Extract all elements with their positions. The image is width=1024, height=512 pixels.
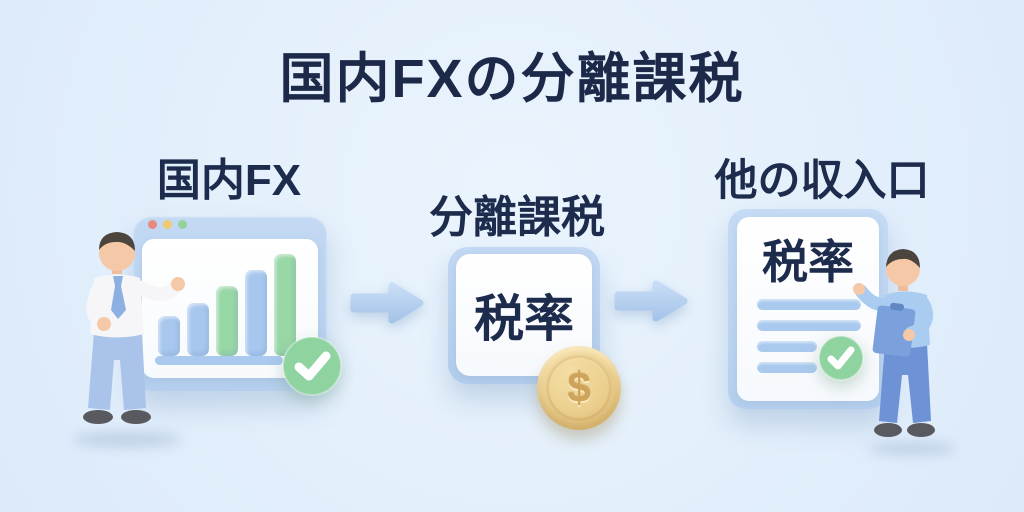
arrow-right-icon [350, 282, 424, 324]
document-tax-rate-text: 税率 [762, 236, 854, 288]
arrow-right-icon [614, 280, 688, 322]
document-line [757, 299, 861, 310]
person-shadow [72, 432, 182, 447]
coin-ring [546, 355, 612, 421]
document-line [757, 341, 817, 352]
document-text-lines [757, 299, 861, 383]
window-traffic-light-dots [148, 220, 187, 229]
chart-bar [187, 303, 209, 356]
check-icon [818, 335, 864, 381]
window-dot-icon [178, 220, 187, 229]
step-label-other-income: 他の収入口 [714, 157, 930, 205]
chart-bar [216, 286, 238, 356]
tax-rate-card: 税率 [456, 254, 592, 376]
step-label-separate-tax: 分離課税 [429, 193, 605, 242]
window-dot-icon [163, 220, 172, 229]
presenter-figure [83, 232, 185, 424]
check-icon [282, 336, 342, 396]
dollar-symbol: $ [567, 364, 591, 411]
step-label-domestic-fx: 国内FX [156, 156, 302, 205]
window-dot-icon [148, 220, 157, 229]
person-shadow [868, 442, 956, 455]
chart-bar [274, 254, 296, 356]
reviewer-figure [853, 249, 935, 437]
bar-chart [158, 248, 298, 356]
document-line [757, 362, 817, 373]
document-line [757, 320, 861, 331]
chart-baseline [155, 356, 283, 365]
chart-bar [245, 270, 267, 356]
dollar-coin-icon: $ [537, 346, 621, 430]
page-title: 国内FXの分離課税 [279, 49, 745, 109]
chart-bar [158, 316, 180, 356]
